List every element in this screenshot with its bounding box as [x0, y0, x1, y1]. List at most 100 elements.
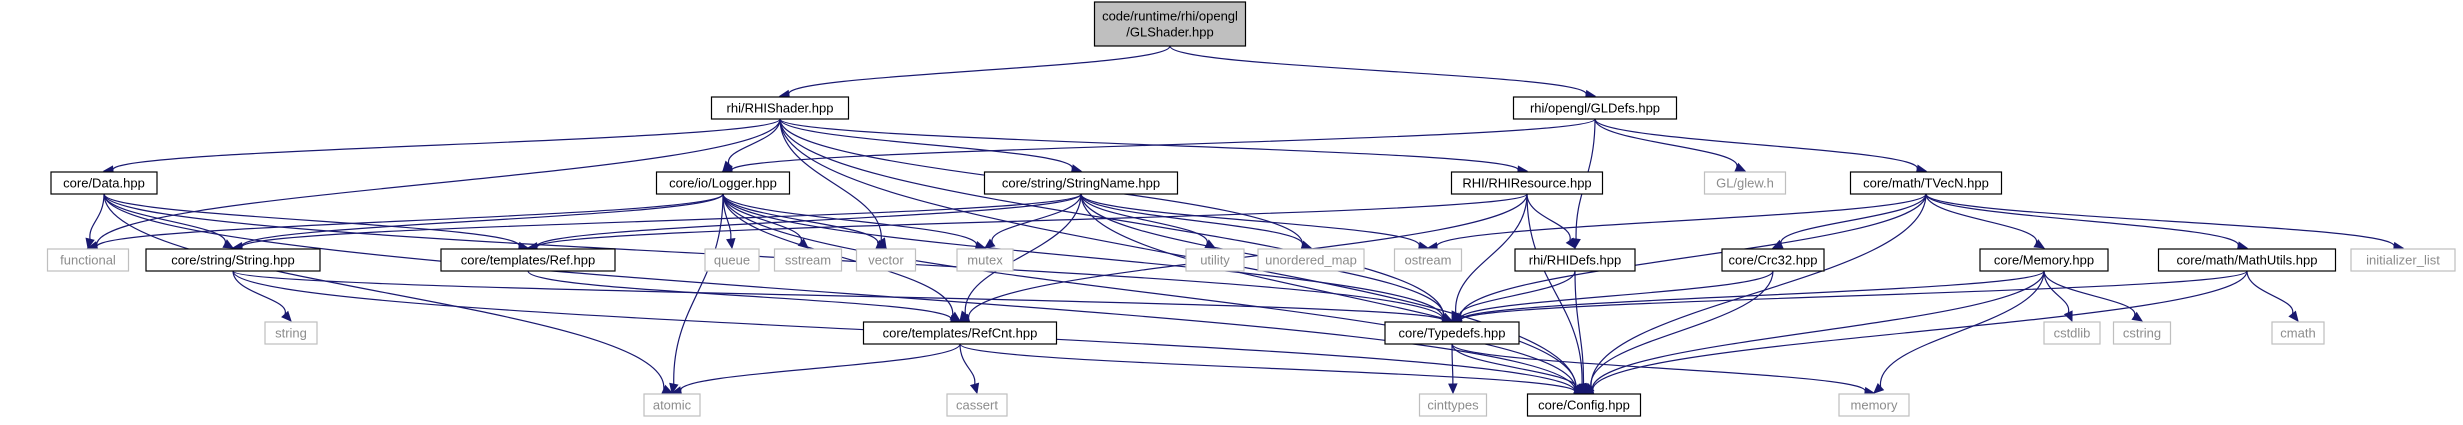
node-mathutils[interactable]: core/math/MathUtils.hpp: [2157, 248, 2337, 272]
edge-line: [779, 118, 1445, 318]
node-box: [1393, 248, 1463, 272]
node-label: atomic: [653, 398, 692, 413]
edge-line: [1080, 193, 1577, 389]
node-label: utility: [1200, 253, 1230, 268]
node-box: [2271, 321, 2325, 345]
edge-rhidefs-to-config: [1574, 270, 1589, 395]
nodes-layer: code/runtime/rhi/opengl/GLShader.hpp rhi/…: [46, 1, 2456, 417]
edge-line: [241, 193, 724, 248]
edge-line: [2043, 270, 2136, 317]
edge-line: [1459, 270, 1576, 318]
node-atomic: atomic: [643, 393, 701, 417]
node-label: cmath: [2280, 326, 2315, 341]
arrow-head: [85, 237, 95, 250]
edge-line: [1169, 45, 1587, 96]
edge-line: [1925, 193, 2037, 244]
edge-mathutils-to-cmath: [2246, 270, 2299, 322]
edge-memory-hpp-to-cstring: [2043, 270, 2144, 322]
edge-gldefs-to-tvecn: [1594, 118, 1928, 174]
node-box: [1512, 96, 1678, 120]
node-ref[interactable]: core/templates/Ref.hpp: [440, 248, 616, 272]
node-label: core/Data.hpp: [63, 176, 145, 191]
edge-line: [1460, 270, 2248, 321]
edge-rhishader-to-typedefs: [779, 118, 1454, 323]
node-string-hpp[interactable]: core/string/String.hpp: [145, 248, 321, 272]
arrow-head: [2063, 310, 2073, 323]
edge-line: [1080, 193, 1303, 246]
edge-line: [1526, 193, 1571, 241]
edge-line: [1590, 193, 1927, 388]
edge-rhishader-to-rhiresource: [779, 118, 1529, 175]
node-cstdlib: cstdlib: [2043, 321, 2101, 345]
edge-refcnt-to-atomic: [670, 343, 961, 396]
node-label: queue: [714, 253, 750, 268]
node-coredata[interactable]: core/Data.hpp: [50, 171, 158, 195]
node-label: rhi/RHIShader.hpp: [727, 101, 834, 116]
arrow-head: [2033, 239, 2046, 249]
node-box: [773, 248, 843, 272]
node-box: [862, 321, 1058, 345]
edge-tvecn-to-memory-hpp: [1925, 193, 2046, 249]
edge-line: [680, 343, 961, 392]
node-utility: utility: [1185, 248, 1245, 272]
node-glshader[interactable]: code/runtime/rhi/opengl/GLShader.hpp: [1093, 1, 1247, 47]
arrow-head: [281, 310, 292, 322]
node-typedefs[interactable]: core/Typedefs.hpp: [1384, 321, 1520, 345]
node-box: [145, 248, 321, 272]
node-box: [983, 171, 1179, 195]
arrow-head: [2131, 311, 2144, 322]
edge-typedefs-to-config: [1451, 343, 1586, 394]
arrow-head: [984, 238, 996, 249]
edge-logger-to-string-hpp: [231, 193, 724, 252]
edge-glshader-to-rhishader: [778, 45, 1171, 100]
edge-coredata-to-string-hpp: [103, 193, 235, 249]
node-box: [1721, 248, 1825, 272]
edge-line: [779, 118, 1519, 171]
edge-coredata-to-atomic: [103, 193, 674, 394]
edge-rhiresource-to-rhidefs: [1526, 193, 1576, 250]
node-rhiresource[interactable]: RHI/RHIResource.hpp: [1450, 171, 1604, 195]
node-config[interactable]: core/Config.hpp: [1526, 393, 1642, 417]
node-tvecn[interactable]: core/math/TVecN.hpp: [1849, 171, 2003, 195]
node-logger[interactable]: core/io/Logger.hpp: [655, 171, 791, 195]
edge-logger-to-mutex: [722, 193, 987, 251]
node-memory-hpp[interactable]: core/Memory.hpp: [1979, 248, 2109, 272]
node-label: ostream: [1405, 253, 1452, 268]
node-glew: GL/glew.h: [1703, 171, 1787, 195]
node-label: sstream: [785, 253, 831, 268]
node-refcnt[interactable]: core/templates/RefCnt.hpp: [862, 321, 1058, 345]
node-box: [2043, 321, 2101, 345]
node-label: rhi/RHIDefs.hpp: [1529, 253, 1621, 268]
edge-line: [527, 270, 952, 321]
node-rhishader[interactable]: rhi/RHIShader.hpp: [710, 96, 850, 120]
arrow-head: [1734, 162, 1747, 172]
node-label: GL/glew.h: [1716, 176, 1774, 191]
edge-line: [959, 343, 976, 385]
node-label: unordered_map: [1265, 253, 1357, 268]
edge-line: [103, 193, 1576, 392]
node-crc32[interactable]: core/Crc32.hpp: [1721, 248, 1825, 272]
node-rhidefs[interactable]: rhi/RHIDefs.hpp: [1514, 248, 1636, 272]
node-stringname[interactable]: core/string/StringName.hpp: [983, 171, 1179, 195]
node-label: cinttypes: [1427, 398, 1479, 413]
node-box: [710, 96, 850, 120]
edge-line: [722, 193, 977, 247]
edge-line: [1459, 193, 1927, 319]
edge-line: [536, 193, 1528, 248]
node-label: string: [275, 326, 307, 341]
node-cstring: cstring: [2112, 321, 2172, 345]
edge-line: [1460, 270, 1774, 320]
node-box: [1514, 248, 1636, 272]
arrow-head: [661, 384, 674, 394]
node-label: core/io/Logger.hpp: [669, 176, 777, 191]
node-gldefs[interactable]: rhi/opengl/GLDefs.hpp: [1512, 96, 1678, 120]
node-box: [2112, 321, 2172, 345]
node-label: RHI/RHIResource.hpp: [1462, 176, 1591, 191]
edge-line: [1594, 118, 1738, 168]
edge-line: [728, 118, 781, 165]
node-label: core/Crc32.hpp: [1729, 253, 1818, 268]
arrow-head: [669, 382, 679, 395]
edge-line: [1925, 193, 2395, 248]
arrow-head: [1565, 237, 1576, 250]
